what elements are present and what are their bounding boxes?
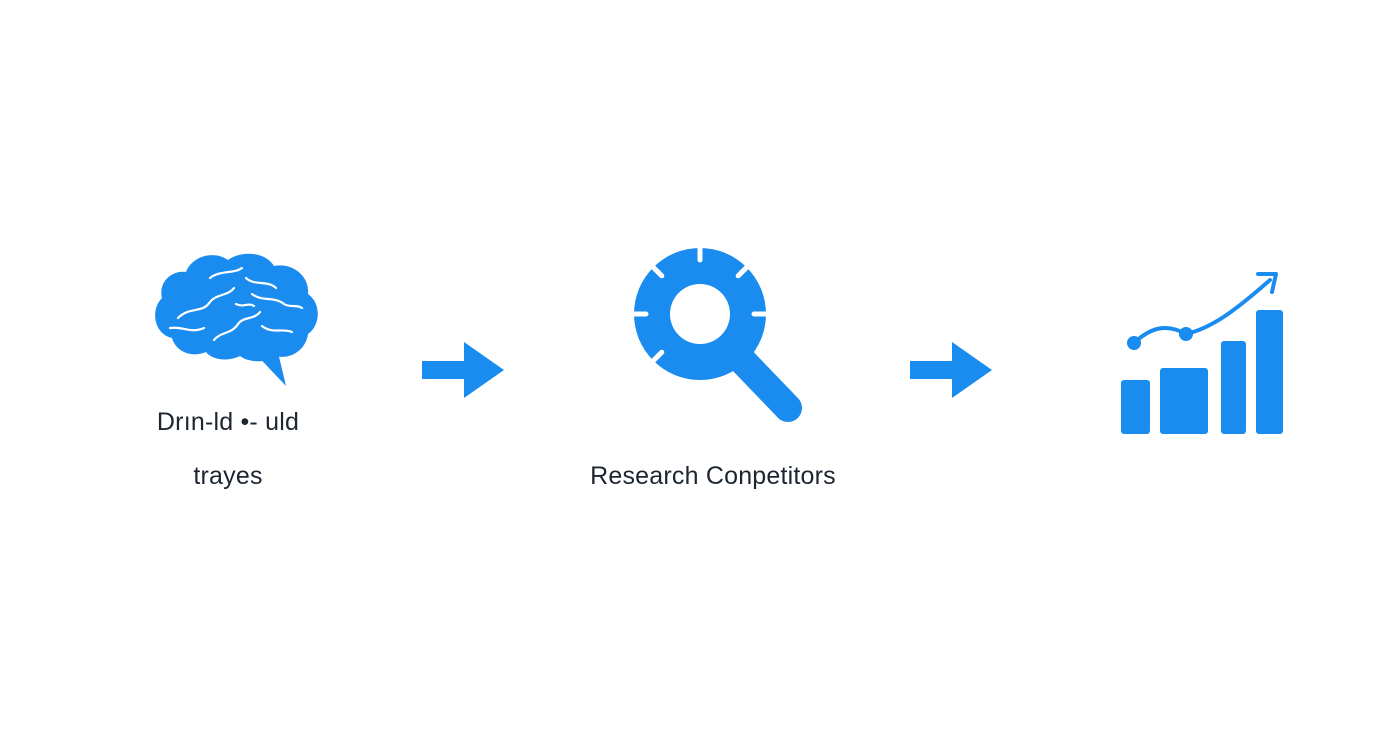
growth-bar-chart-icon (1121, 272, 1283, 434)
step-brain-label-line1: Drın-ld •- uld (156, 408, 300, 436)
arrow-right-icon (422, 342, 504, 398)
step-research-label: Research Conpetitors (590, 462, 836, 490)
step-brain-label-line2: trayes (193, 462, 263, 490)
magnifier-gear-icon (631, 245, 802, 422)
brain-icon (155, 253, 318, 386)
arrow-right-icon (910, 342, 992, 398)
